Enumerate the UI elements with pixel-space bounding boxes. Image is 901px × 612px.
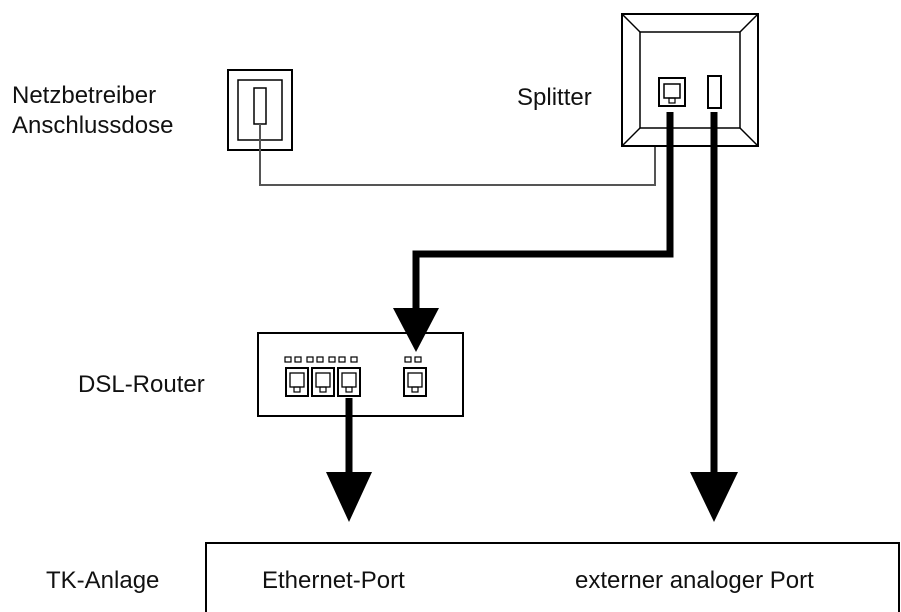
splitter-dsl-jack-icon: [658, 77, 686, 107]
ethernet-port-label: Ethernet-Port: [262, 567, 405, 594]
router-lan-port-2-icon: [311, 367, 335, 397]
tk-anlage-box: [205, 542, 900, 612]
splitter-phone-slot-icon: [707, 75, 722, 109]
dsl-router-label: DSL-Router: [78, 371, 205, 398]
ethernet-arrow-icon: [326, 472, 372, 522]
router-dsl-port-icon: [403, 367, 427, 397]
router-lan-port-1-icon: [285, 367, 309, 397]
tk-anlage-label: TK-Anlage: [46, 567, 159, 594]
dsl-router-box: [257, 332, 464, 417]
router-lan-port-3-icon: [337, 367, 361, 397]
analog-port-label: externer analoger Port: [575, 567, 814, 594]
splitter-to-router-cable: [412, 112, 674, 312]
analog-arrow-icon: [690, 472, 738, 522]
router-arrow-icon: [393, 308, 439, 352]
router-leds: [284, 356, 422, 363]
splitter-box: [621, 13, 759, 147]
socket-to-splitter-cable: [259, 124, 656, 186]
splitter-label: Splitter: [517, 84, 592, 111]
wall-socket-label-line2: Anschlussdose: [12, 112, 173, 139]
wall-socket-label-line1: Netzbetreiber: [12, 82, 156, 109]
